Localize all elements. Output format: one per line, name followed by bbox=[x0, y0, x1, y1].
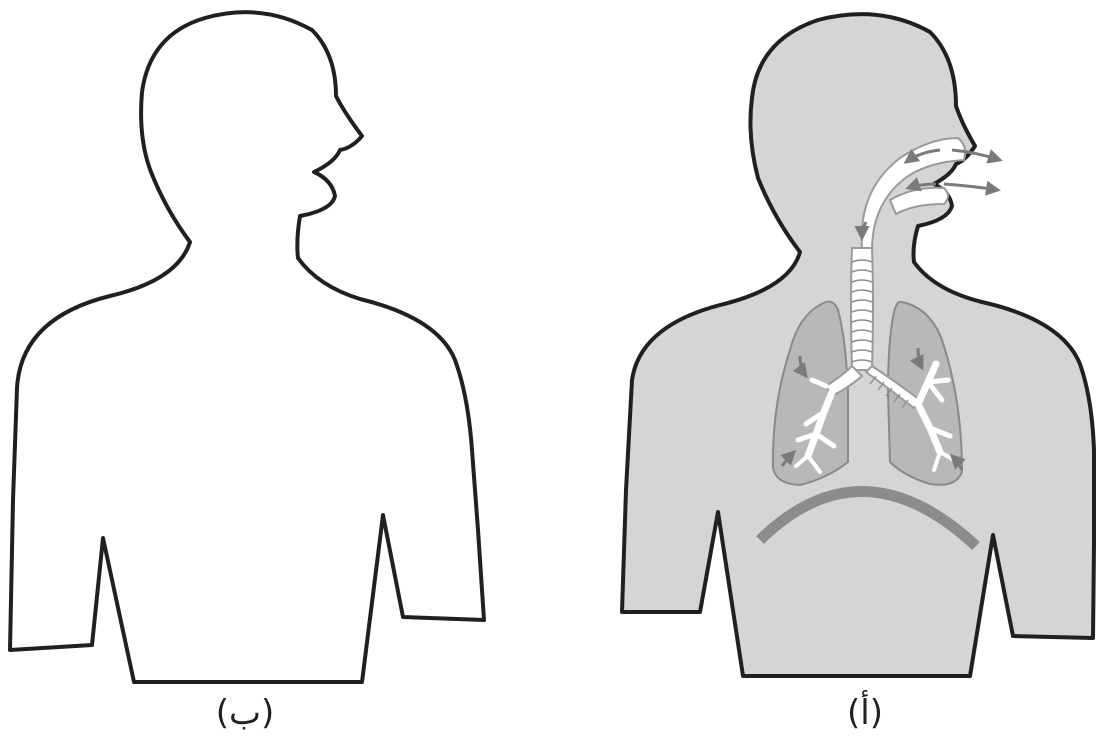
arrow-exhale-mouth bbox=[944, 184, 998, 190]
panel-a bbox=[622, 14, 1094, 676]
panel-b bbox=[10, 12, 484, 682]
body-outline-b bbox=[10, 12, 484, 682]
panel-a-caption: (أ) bbox=[810, 688, 920, 738]
panel-b-caption: (ب) bbox=[190, 688, 300, 738]
